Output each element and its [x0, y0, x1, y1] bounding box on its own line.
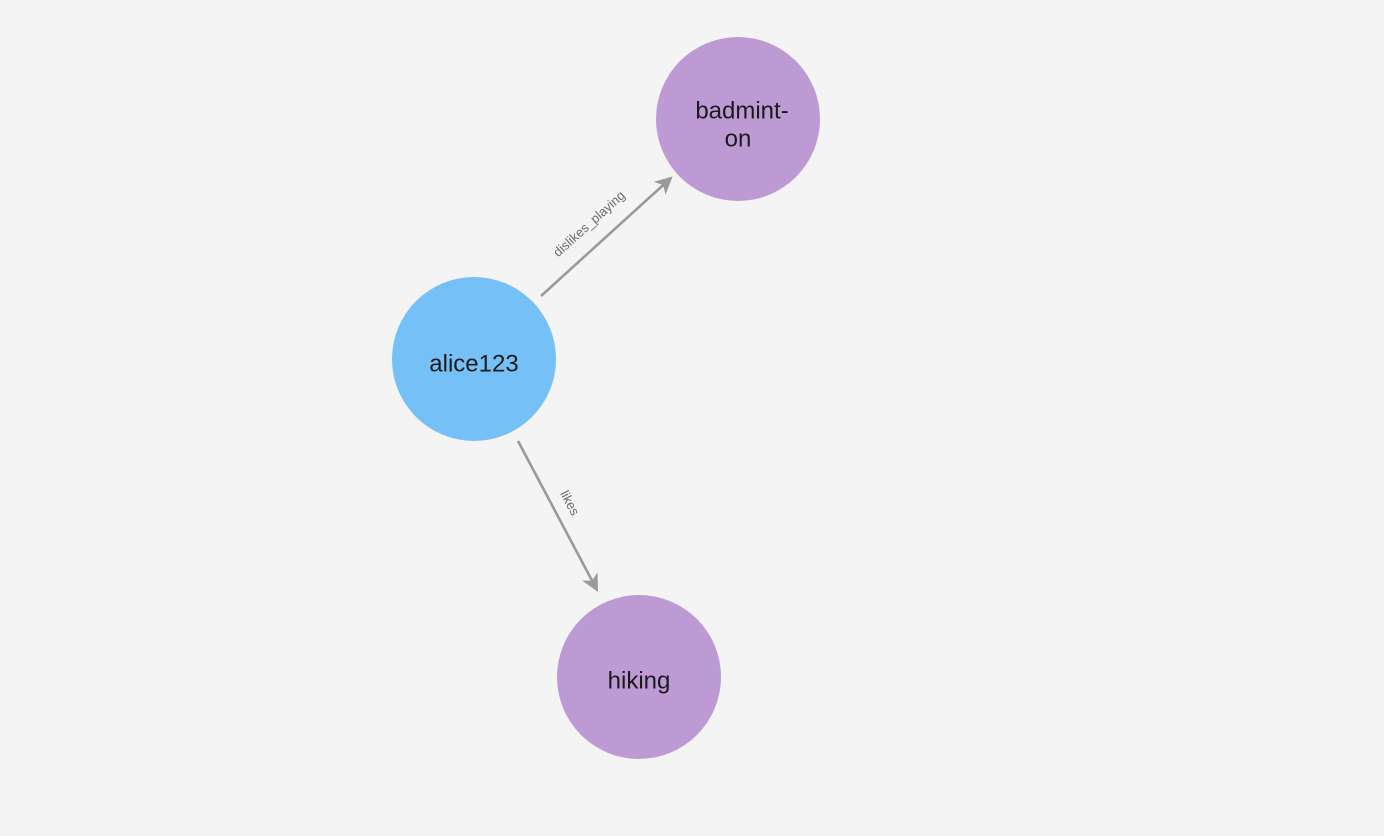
- node-hiking[interactable]: hiking: [557, 595, 721, 759]
- nodes-layer: alice123 badmint- on hiking: [392, 37, 820, 759]
- edge-label-likes: likes: [557, 488, 583, 518]
- edge-label-dislikes-playing: dislikes_playing: [550, 188, 628, 260]
- edge-likes-line: [516, 440, 599, 592]
- edge-likes[interactable]: likes: [516, 440, 599, 592]
- node-badminton-circle[interactable]: [656, 37, 820, 201]
- node-alice123[interactable]: alice123: [392, 277, 556, 441]
- node-badminton[interactable]: badmint- on: [656, 37, 820, 201]
- edge-dislikes-playing-line: [540, 176, 673, 297]
- node-hiking-circle[interactable]: [557, 595, 721, 759]
- node-alice123-circle[interactable]: [392, 277, 556, 441]
- edge-dislikes-playing[interactable]: dislikes_playing: [540, 176, 673, 297]
